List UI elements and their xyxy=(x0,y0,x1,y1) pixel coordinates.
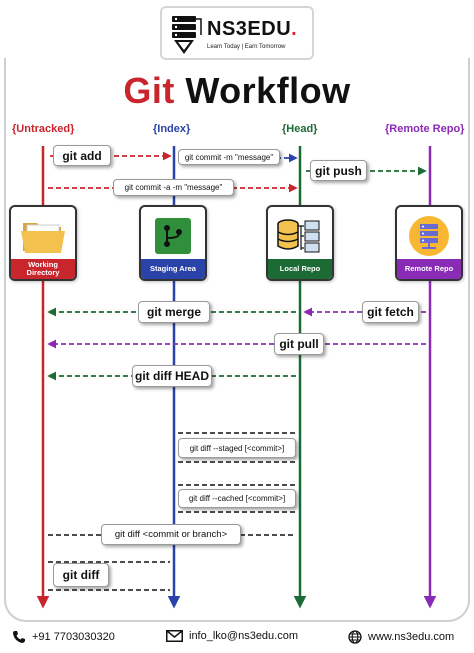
mail-icon xyxy=(166,630,183,642)
cmd-git-merge: git merge xyxy=(138,301,210,323)
footer-phone: +91 7703030320 xyxy=(12,630,115,644)
branch-icon xyxy=(155,218,191,254)
cmd-git-pull: git pull xyxy=(274,333,324,355)
cmd-git-push: git push xyxy=(310,160,367,181)
cmd-git-fetch: git fetch xyxy=(362,301,419,323)
card-label: Local Repo xyxy=(268,259,332,279)
footer-email: info_lko@ns3edu.com xyxy=(166,630,298,642)
folder-icon xyxy=(21,223,65,253)
server-icon xyxy=(409,216,449,256)
cmd-git-add: git add xyxy=(53,145,111,166)
card-remote-repo: Remote Repo xyxy=(395,205,463,281)
logo-tagline: Learn Today | Earn Tomorrow xyxy=(207,44,286,50)
card-label: Remote Repo xyxy=(397,259,461,279)
logo-server-icon xyxy=(172,16,202,54)
footer-website-text: www.ns3edu.com xyxy=(368,631,455,643)
brand-logo: NS3EDU. Learn Today | Earn Tomorrow xyxy=(160,6,314,60)
column-header-index: {Index} xyxy=(153,123,191,135)
globe-icon xyxy=(348,630,362,644)
cmd-git-diff-head: git diff HEAD xyxy=(132,365,212,387)
cmd-commit-am: git commit -a -m "message" xyxy=(113,179,234,196)
cmd-commit-m: git commit -m "message" xyxy=(178,149,280,165)
cmd-git-diff-cached: git diff --cached [<commit>] xyxy=(178,489,296,508)
footer-phone-text: +91 7703030320 xyxy=(32,631,115,643)
card-label: Staging Area xyxy=(141,259,205,279)
cmd-git-diff-staged: git diff --staged [<commit>] xyxy=(178,438,296,458)
logo-brand: NS3EDU. xyxy=(207,18,298,40)
card-local-repo: Local Repo xyxy=(266,205,334,281)
database-icon xyxy=(277,219,320,253)
footer-website: www.ns3edu.com xyxy=(348,630,454,644)
card-staging-area: Staging Area xyxy=(139,205,207,281)
cmd-git-diff: git diff xyxy=(53,563,109,587)
column-header-remote-repo: {Remote Repo} xyxy=(385,123,465,135)
content-frame xyxy=(4,58,470,622)
phone-icon xyxy=(13,631,25,643)
cmd-git-diff-commit: git diff <commit or branch> xyxy=(101,524,241,545)
column-header-untracked: {Untracked} xyxy=(12,123,75,135)
page-title: Git Workflow xyxy=(123,70,351,111)
column-header-head: {Head} xyxy=(282,123,318,135)
footer-email-text: info_lko@ns3edu.com xyxy=(189,630,299,642)
